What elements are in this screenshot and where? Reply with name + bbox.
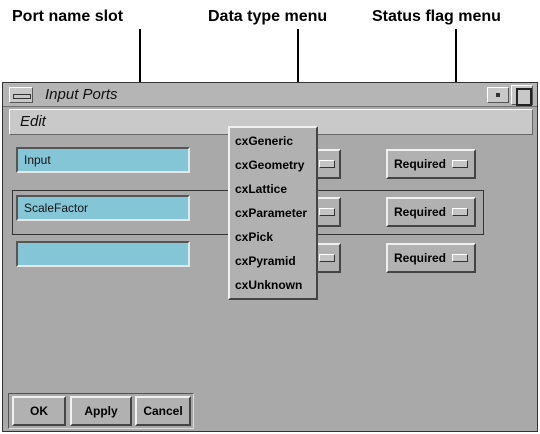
option-indicator-icon: [452, 254, 468, 262]
menu-item-cxpyramid[interactable]: cxPyramid: [235, 254, 296, 268]
action-button-area: OK Apply Cancel: [8, 393, 194, 429]
callout-data-type-menu: Data type menu: [208, 8, 328, 25]
callout-port-name-slot: Port name slot: [12, 8, 124, 25]
option-indicator-icon: [452, 208, 468, 216]
option-indicator-icon: [452, 160, 468, 168]
menu-item-cxpick[interactable]: cxPick: [235, 230, 274, 244]
menu-edit[interactable]: Edit: [20, 113, 46, 130]
apply-button[interactable]: Apply: [70, 396, 132, 426]
status-flag-option-button[interactable]: Required: [386, 149, 476, 179]
port-name-field[interactable]: [16, 241, 190, 267]
callout-status-flag-menu: Status flag menu: [372, 8, 501, 25]
port-name-field[interactable]: Input: [16, 147, 190, 173]
data-type-popup-menu: cxGeneric cxGeometry cxLattice cxParamet…: [228, 126, 318, 300]
status-flag-label: Required: [394, 251, 447, 265]
option-indicator-icon: [319, 208, 335, 216]
menu-item-cxunknown[interactable]: cxUnknown: [235, 278, 303, 292]
window-menu-icon[interactable]: [9, 87, 33, 103]
input-ports-window: Input Ports Edit Input Required ScaleFac…: [2, 82, 538, 432]
port-name-field[interactable]: ScaleFactor: [16, 195, 190, 221]
title-bar: Input Ports: [3, 83, 537, 107]
status-flag-option-button[interactable]: Required: [386, 243, 476, 273]
menu-bar: Edit: [9, 109, 533, 135]
minimize-icon[interactable]: [487, 87, 509, 103]
status-flag-option-button[interactable]: Required: [386, 197, 476, 227]
menu-item-cxgeometry[interactable]: cxGeometry: [235, 158, 305, 172]
ok-button[interactable]: OK: [12, 396, 66, 426]
cancel-button[interactable]: Cancel: [135, 396, 191, 426]
status-flag-label: Required: [394, 205, 447, 219]
menu-item-cxparameter[interactable]: cxParameter: [235, 206, 308, 220]
option-indicator-icon: [319, 160, 335, 168]
window-title: Input Ports: [45, 86, 118, 103]
menu-item-cxlattice[interactable]: cxLattice: [235, 182, 288, 196]
menu-item-cxgeneric[interactable]: cxGeneric: [235, 134, 294, 148]
option-indicator-icon: [319, 254, 335, 262]
status-flag-label: Required: [394, 157, 447, 171]
maximize-icon[interactable]: [511, 85, 533, 106]
